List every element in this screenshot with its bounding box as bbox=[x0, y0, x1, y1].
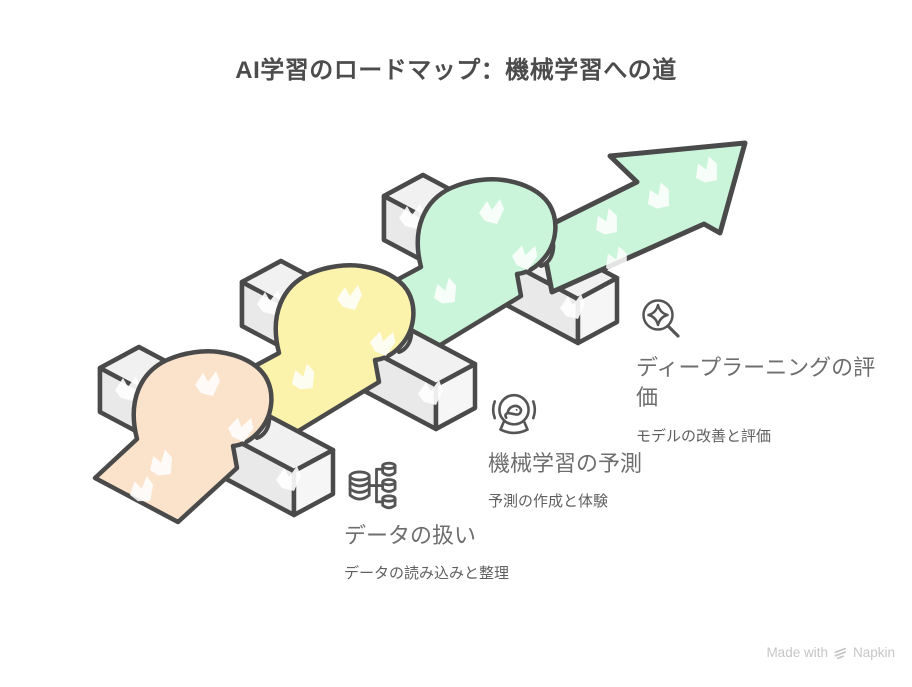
step-description: データの読み込みと整理 bbox=[344, 565, 510, 583]
watermark-prefix: Made with bbox=[766, 645, 828, 660]
step-description: 予測の作成と体験 bbox=[488, 493, 609, 511]
napkin-logo-icon bbox=[833, 645, 848, 660]
step-label-data: データの扱い データの読み込みと整理 bbox=[344, 458, 564, 583]
ribbon-step-1 bbox=[92, 349, 274, 525]
watermark-brand: Napkin bbox=[852, 645, 895, 660]
step-label-prediction: 機械学習の予測 予測の作成と体験 bbox=[488, 390, 708, 511]
arrow-ribbon bbox=[537, 140, 748, 295]
crystal-ball-icon bbox=[488, 390, 708, 440]
step-label-evaluation: ディープラーニングの評価 モデルの改善と評価 bbox=[636, 296, 884, 446]
napkin-watermark[interactable]: Made with Napkin bbox=[766, 645, 895, 660]
step-heading: データの扱い bbox=[344, 523, 477, 548]
step-description: モデルの改善と評価 bbox=[636, 427, 772, 445]
step-heading: ディープラーニングの評価 bbox=[636, 355, 876, 411]
database-tree-icon bbox=[344, 458, 564, 512]
step-heading: 機械学習の予測 bbox=[488, 451, 643, 476]
page-title: AI学習のロードマップ：機械学習への道 bbox=[235, 57, 677, 84]
sparkle-magnifier-icon bbox=[636, 296, 884, 344]
